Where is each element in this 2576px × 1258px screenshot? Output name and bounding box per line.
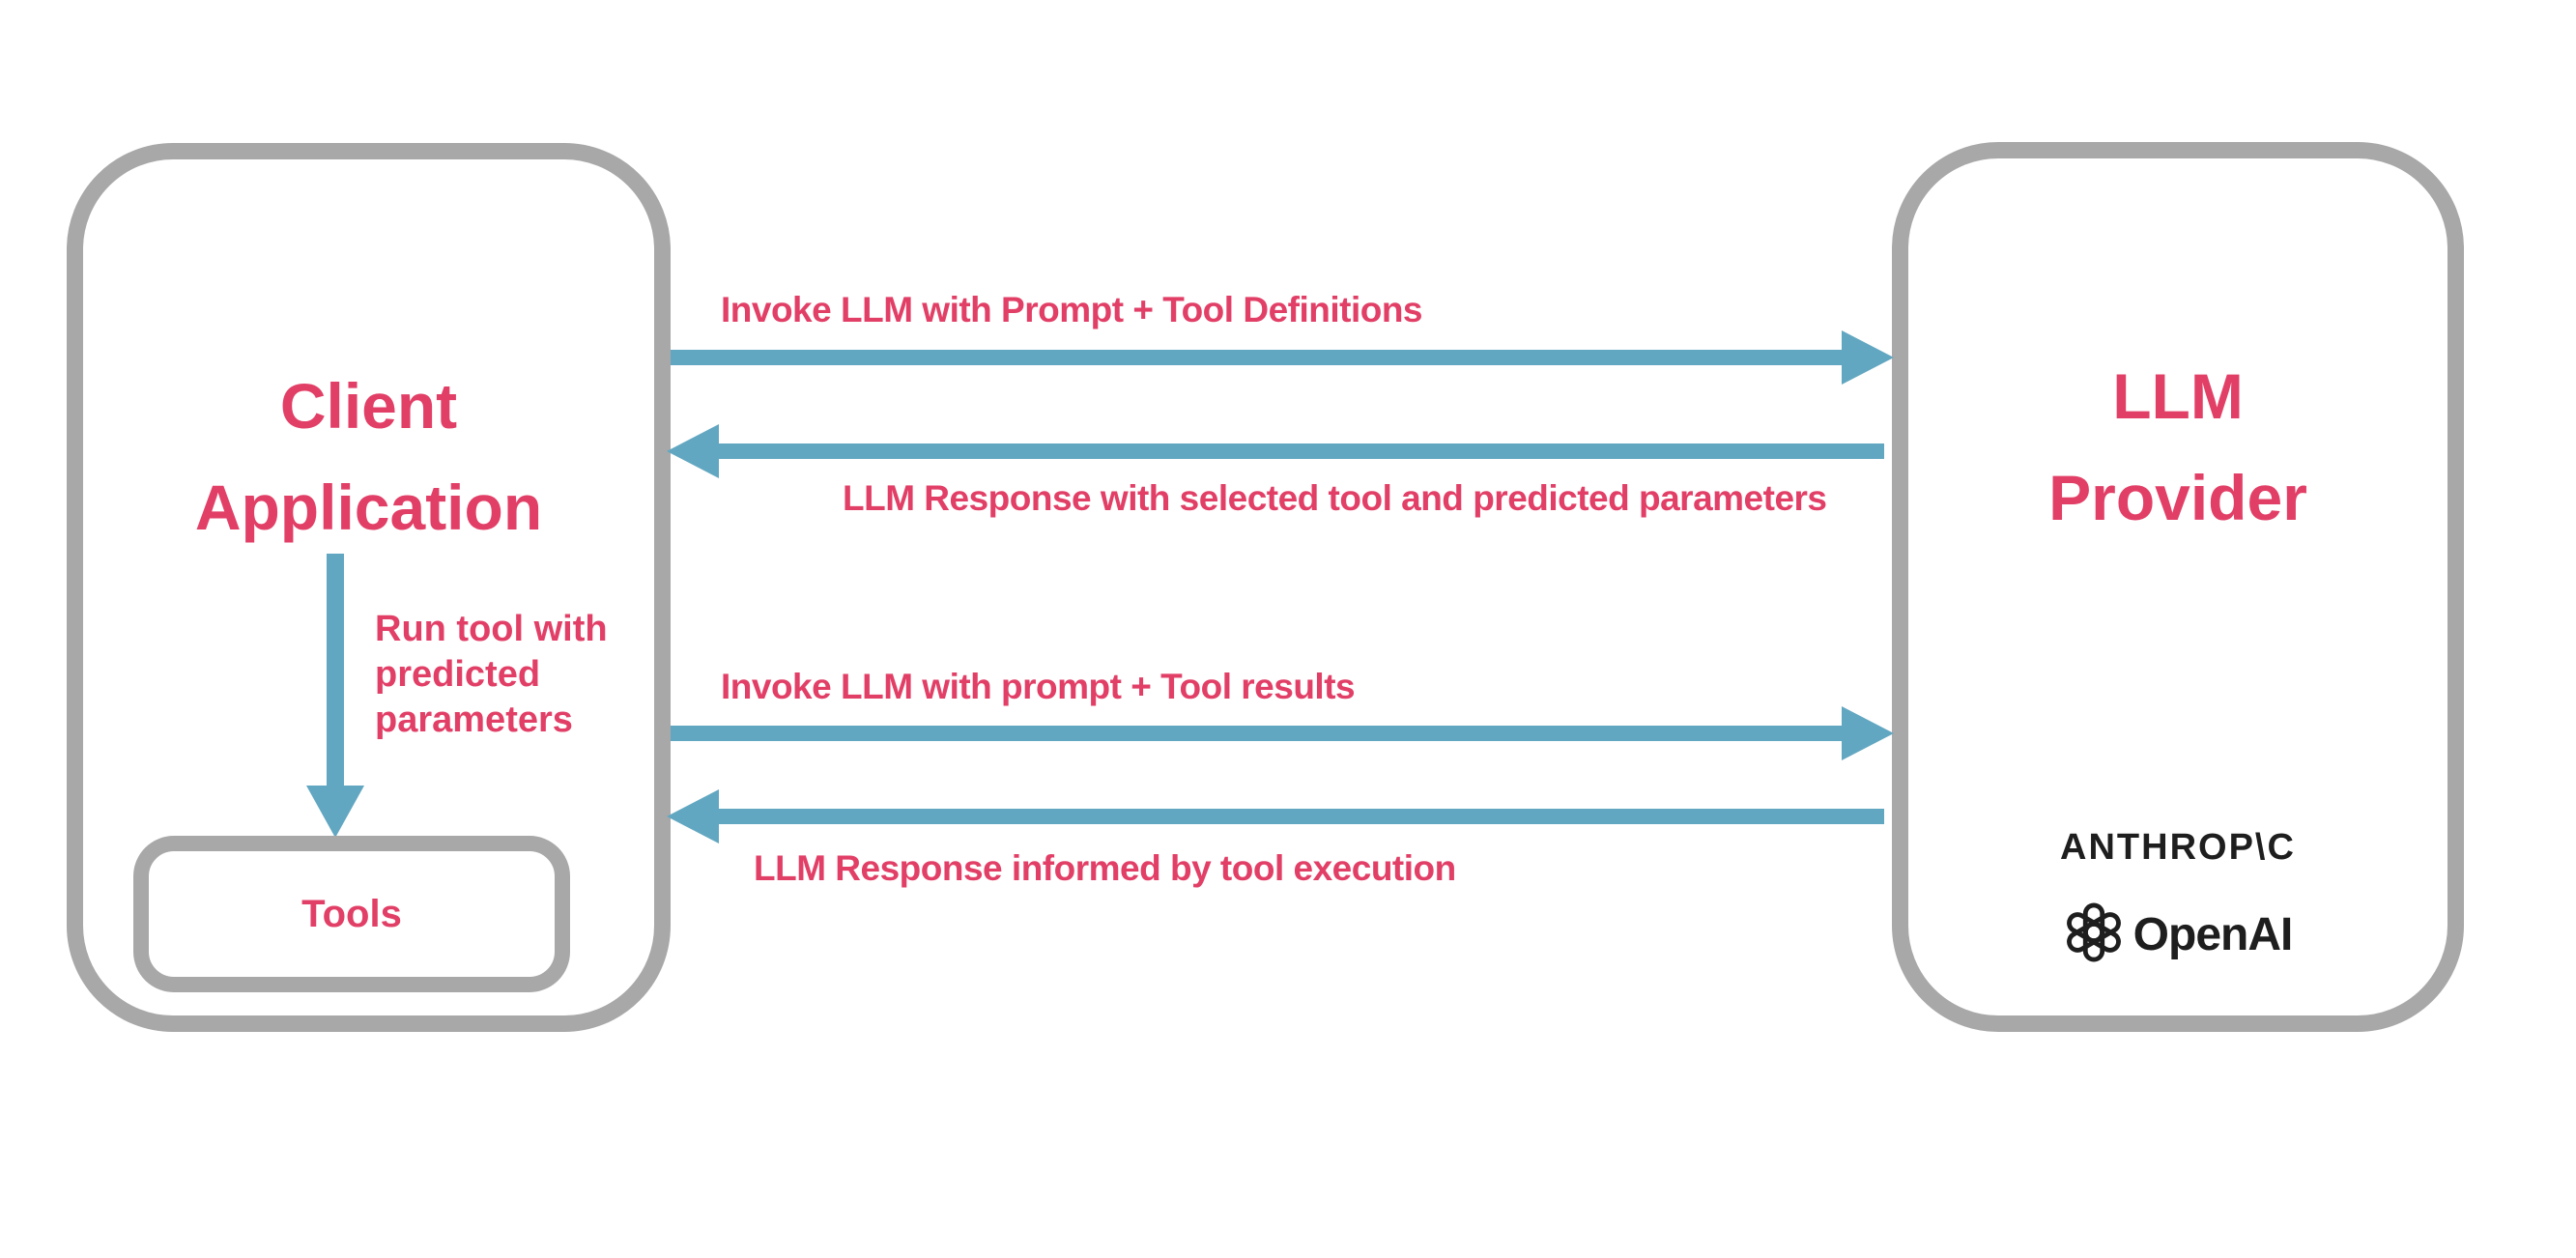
- run-tool-label-line3: parameters: [375, 700, 573, 740]
- arrow1-right-icon: [1842, 330, 1894, 385]
- arrow3-label: Invoke LLM with prompt + Tool results: [721, 667, 1356, 706]
- arrow3-right-icon: [1842, 706, 1894, 760]
- openai-logo: OpenAI: [1892, 902, 2464, 967]
- run-tool-arrow-shaft: [327, 554, 344, 787]
- run-tool-label-line2: predicted: [375, 654, 541, 695]
- arrow1-label: Invoke LLM with Prompt + Tool Definition…: [721, 290, 1423, 329]
- run-tool-label: Run tool with predicted parameters: [375, 607, 608, 743]
- arrow4-shaft: [717, 809, 1884, 824]
- openai-logo-icon: [2064, 902, 2124, 967]
- arrow4-label: LLM Response informed by tool execution: [754, 848, 1456, 888]
- arrow2-left-icon: [667, 424, 719, 478]
- arrow2-shaft: [717, 443, 1884, 459]
- anthropic-logo: ANTHROP\C: [2060, 827, 2296, 868]
- llm-provider-box: [1892, 142, 2464, 1032]
- provider-title-line1: LLM: [2112, 360, 2244, 432]
- tools-box: Tools: [133, 836, 570, 992]
- arrow2-label: LLM Response with selected tool and pred…: [843, 478, 1827, 518]
- tools-label: Tools: [301, 892, 402, 935]
- llm-provider-title: LLM Provider: [1892, 346, 2464, 549]
- arrow1-shaft: [671, 350, 1842, 365]
- client-title-line2: Application: [194, 472, 543, 543]
- provider-title-line2: Provider: [2048, 462, 2307, 533]
- run-tool-label-line1: Run tool with: [375, 609, 608, 649]
- client-application-title: Client Application: [67, 356, 671, 558]
- arrow4-left-icon: [667, 789, 719, 843]
- arrow3-shaft: [671, 726, 1842, 741]
- client-title-line1: Client: [279, 370, 458, 442]
- openai-logo-text: OpenAI: [2132, 909, 2294, 960]
